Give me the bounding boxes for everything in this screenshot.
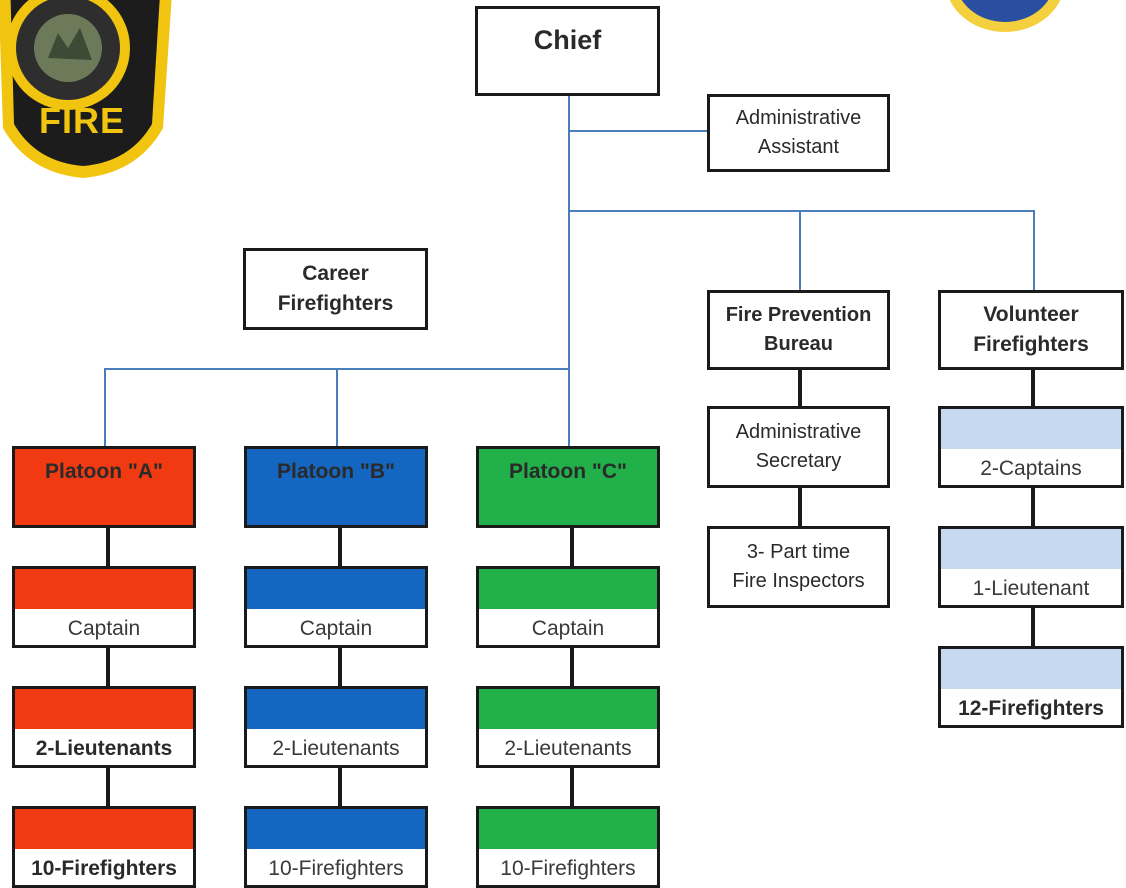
platoon-c-connector-3 (570, 768, 574, 808)
platoon-c-firefighters-fill (479, 809, 657, 849)
platoon-c-connector-1 (570, 528, 574, 568)
platoon-c-captain-fill (479, 569, 657, 609)
badge-fire-text: FIRE (38, 100, 125, 141)
admin-secretary-box: Administrative Secretary (707, 406, 890, 488)
platoon-b-captain-box: Captain (244, 566, 428, 648)
seal-emblem-icon (940, 0, 1070, 34)
volunteer-connector-2 (1031, 488, 1035, 528)
fire-prevention-box: Fire Prevention Bureau (707, 290, 890, 370)
platoon-b-connector-3 (338, 768, 342, 808)
platoon-b-lieutenants-fill (247, 689, 425, 729)
platoon-c-connector-2 (570, 648, 574, 688)
platoon-a-firefighters-box: 10-Firefighters (12, 806, 196, 888)
platoon-b-box: Platoon "B" (244, 446, 428, 528)
secretary-connector (798, 488, 802, 528)
volunteer-lieutenant-box: 1-Lieutenant (938, 526, 1124, 608)
career-firefighters-box: Career Firefighters (243, 248, 428, 330)
platoon-a-captain-box: Captain (12, 566, 196, 648)
platoon-c-firefighters-box: 10-Firefighters (476, 806, 660, 888)
volunteer-connector-1 (1031, 370, 1035, 408)
volunteer-connector-3 (1031, 608, 1035, 648)
chief-box: Chief (475, 6, 660, 96)
platoon-a-firefighters-fill (15, 809, 193, 849)
admin-assistant-box: Administrative Assistant (707, 94, 890, 172)
prevention-connector (798, 370, 802, 408)
right-branch-line (568, 210, 1035, 212)
volunteer-captains-fill (941, 409, 1121, 449)
volunteer-firefighters-box: Volunteer Firefighters (938, 290, 1124, 370)
platoon-a-connector-1 (106, 528, 110, 568)
platoon-a-connector-2 (106, 648, 110, 688)
volunteer-drop-line (1033, 210, 1035, 292)
platoon-b-firefighters-fill (247, 809, 425, 849)
volunteer-captains-box: 2-Captains (938, 406, 1124, 488)
volunteer-firefighters-box: 12-Firefighters (938, 646, 1124, 728)
platoon-c-lieutenants-fill (479, 689, 657, 729)
platoon-a-connector-3 (106, 768, 110, 808)
platoon-b-firefighters-box: 10-Firefighters (244, 806, 428, 888)
platoon-a-drop-line (104, 368, 106, 448)
platoon-a-lieutenants-fill (15, 689, 193, 729)
platoon-b-drop-line (336, 368, 338, 448)
fire-department-badge: FIRE (0, 0, 176, 178)
platoon-a-lieutenants-box: 2-Lieutenants (12, 686, 196, 768)
platoon-b-lieutenants-box: 2-Lieutenants (244, 686, 428, 768)
volunteer-lieutenant-fill (941, 529, 1121, 569)
platoon-b-captain-fill (247, 569, 425, 609)
platoon-b-connector-2 (338, 648, 342, 688)
inspectors-box: 3- Part time Fire Inspectors (707, 526, 890, 608)
platoon-c-lieutenants-box: 2-Lieutenants (476, 686, 660, 768)
chief-trunk-line (568, 96, 570, 446)
prevention-drop-line (799, 210, 801, 292)
volunteer-firefighters-fill (941, 649, 1121, 689)
platoon-a-box: Platoon "A" (12, 446, 196, 528)
platoon-a-captain-fill (15, 569, 193, 609)
platoon-c-captain-box: Captain (476, 566, 660, 648)
seal-scene (48, 28, 92, 60)
platoon-b-connector-1 (338, 528, 342, 568)
badge-shield-icon (0, 0, 172, 178)
admin-assistant-link (568, 130, 708, 132)
platoon-c-box: Platoon "C" (476, 446, 660, 528)
